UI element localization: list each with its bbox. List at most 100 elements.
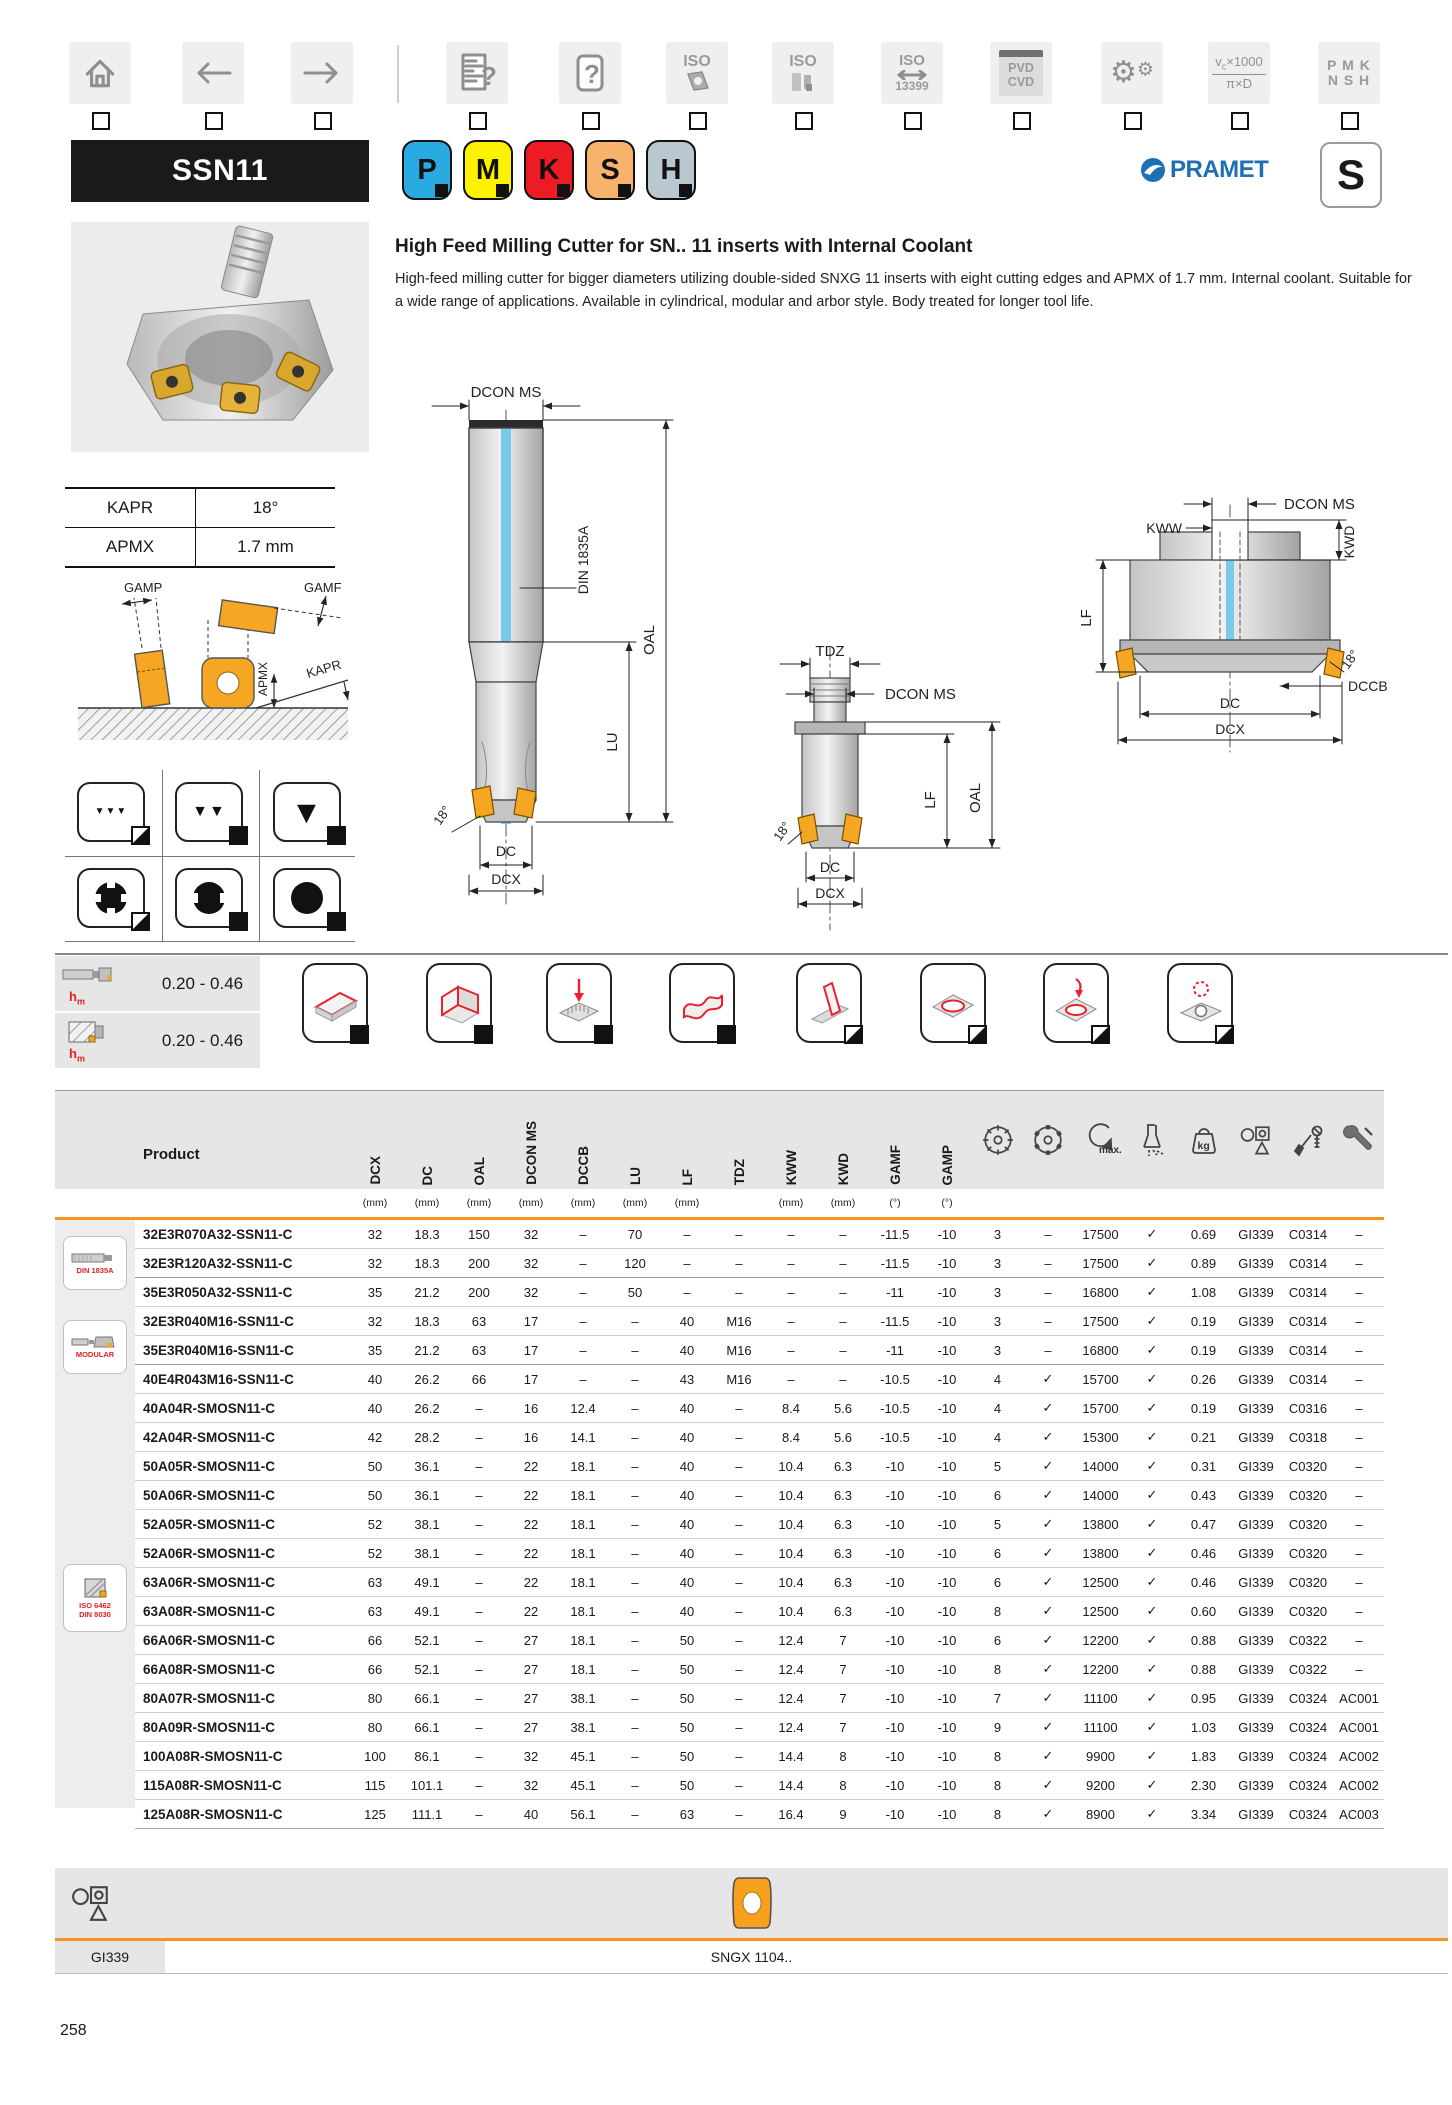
iso-holder-button[interactable]: ISO <box>772 42 834 104</box>
cell-screw-ref: C0324 <box>1288 1806 1328 1822</box>
oal-label: OAL <box>641 625 658 655</box>
cell-dc: 66.1 <box>414 1719 440 1735</box>
cell-tdz: – <box>735 1226 743 1242</box>
cell-dccb: 18.1 <box>570 1603 596 1619</box>
back-button[interactable] <box>182 42 244 104</box>
cell-coolant: ✓ <box>1146 1777 1158 1792</box>
doc-help-button[interactable]: ? <box>446 42 508 104</box>
settings-button[interactable]: ⚙⚙ <box>1101 42 1163 104</box>
grade-chip-s: S <box>585 140 635 200</box>
weight-kg-icon: kg <box>1177 1122 1230 1158</box>
dcx-label: DCX <box>815 885 845 901</box>
cell-gamf: -10 <box>885 1777 905 1793</box>
cell-lu: – <box>631 1313 639 1329</box>
table-row: 40A04R-SMOSN11-C 40 26.2 – 16 12.4 – 40 … <box>135 1394 1384 1423</box>
cell-kww: 8.4 <box>781 1429 801 1445</box>
formula-checkbox[interactable] <box>1231 112 1249 130</box>
cell-dc: 49.1 <box>414 1574 440 1590</box>
apmx-label: APMX <box>256 662 270 696</box>
cell-oal: – <box>475 1777 483 1793</box>
cell-coolant: ✓ <box>1146 1690 1158 1705</box>
tdz-label: TDZ <box>815 643 844 660</box>
cell-coolant: ✓ <box>1146 1429 1158 1444</box>
cell-insert-ref: GI339 <box>1238 1516 1274 1532</box>
cell-dccb: 18.1 <box>570 1458 596 1474</box>
table-row: 50A05R-SMOSN11-C 50 36.1 – 22 18.1 – 40 … <box>135 1452 1384 1481</box>
iso13399-checkbox[interactable] <box>904 112 922 130</box>
cell-ramping: – <box>1044 1342 1052 1358</box>
cell-gamf: -10 <box>885 1748 905 1764</box>
insert-section <box>55 1868 1448 1938</box>
cell-lu: – <box>631 1342 639 1358</box>
cell-lu: – <box>631 1632 639 1648</box>
material-groups-checkbox[interactable] <box>1341 112 1359 130</box>
cell-lf: 40 <box>679 1400 695 1416</box>
cell-kww: 10.4 <box>778 1516 804 1532</box>
dcon-ms-label: DCON MS <box>885 686 956 703</box>
table-row: 52A05R-SMOSN11-C 52 38.1 – 22 18.1 – 40 … <box>135 1510 1384 1539</box>
home-checkbox[interactable] <box>92 112 110 130</box>
doc-help-checkbox[interactable] <box>469 112 487 130</box>
cell-dc: 111.1 <box>411 1806 443 1822</box>
cell-dconms: 22 <box>523 1458 539 1474</box>
cell-screw-ref: C0316 <box>1288 1400 1328 1416</box>
forward-checkbox[interactable] <box>314 112 332 130</box>
cell-coolant: ✓ <box>1146 1661 1158 1676</box>
table-row: 35E3R050A32-SSN11-C 35 21.2 200 32 – 50 … <box>135 1278 1384 1307</box>
iso-insert-checkbox[interactable] <box>689 112 707 130</box>
cell-ramping: ✓ <box>1042 1400 1054 1415</box>
cell-screw-ref: C0314 <box>1288 1313 1328 1329</box>
back-checkbox[interactable] <box>205 112 223 130</box>
cell-coolant: ✓ <box>1146 1516 1158 1531</box>
cell-dconms: 32 <box>523 1748 539 1764</box>
cell-max-rpm: 12500 <box>1082 1603 1119 1619</box>
cell-oal: – <box>475 1458 483 1474</box>
cell-oal: – <box>475 1487 483 1503</box>
iso13399-bottom: 13399 <box>895 78 929 93</box>
cutting-speed-formula-button[interactable]: vc×1000 π×D <box>1208 42 1270 104</box>
cell-dconms: 27 <box>523 1690 539 1706</box>
cell-max-rpm: 17500 <box>1082 1313 1119 1329</box>
cell-teeth: 6 <box>993 1632 1002 1648</box>
cell-product: 50A05R-SMOSN11-C <box>143 1458 276 1474</box>
cell-gamp: -10 <box>937 1545 957 1561</box>
cell-wrench-ref: – <box>1355 1516 1363 1532</box>
coolant-icon <box>1127 1122 1177 1158</box>
grade-chip-m-square <box>496 184 509 197</box>
cell-oal: 63 <box>471 1313 487 1329</box>
cell-screw-ref: C0314 <box>1288 1284 1328 1300</box>
help-button[interactable]: ? <box>559 42 621 104</box>
help-checkbox[interactable] <box>582 112 600 130</box>
iso13399-button[interactable]: ISO 13399 <box>881 42 943 104</box>
cell-tdz: – <box>735 1777 743 1793</box>
column-header: LF <box>679 1168 695 1186</box>
pvd-cvd-checkbox[interactable] <box>1013 112 1031 130</box>
cell-weight: 0.47 <box>1190 1516 1217 1532</box>
cell-dconms: 22 <box>523 1545 539 1561</box>
cell-ramping: ✓ <box>1042 1632 1054 1647</box>
spec-value: 18° <box>252 498 279 517</box>
cell-lu: 50 <box>627 1284 643 1300</box>
forward-button[interactable] <box>291 42 353 104</box>
cell-weight: 1.08 <box>1190 1284 1217 1300</box>
settings-checkbox[interactable] <box>1124 112 1142 130</box>
table-row: 52A06R-SMOSN11-C 52 38.1 – 22 18.1 – 40 … <box>135 1539 1384 1568</box>
cell-kwd: 9 <box>839 1806 847 1822</box>
iso-insert-button[interactable]: ISO <box>666 42 728 104</box>
cell-tdz: – <box>735 1661 743 1677</box>
cell-dc: 36.1 <box>414 1487 440 1503</box>
cell-ramping: ✓ <box>1042 1545 1054 1560</box>
cell-weight: 2.30 <box>1190 1777 1217 1793</box>
cell-dcx: 35 <box>367 1342 383 1358</box>
cell-gamp: -10 <box>937 1748 957 1764</box>
home-button[interactable] <box>69 42 131 104</box>
cell-kww: – <box>787 1371 795 1387</box>
spec-label: KAPR <box>65 489 196 527</box>
cell-teeth: 8 <box>993 1777 1002 1793</box>
cell-dc: 21.2 <box>414 1284 440 1300</box>
drawing-modular: TDZ DCON MS OAL LF 18° DC DCX <box>770 643 1001 931</box>
iso-holder-checkbox[interactable] <box>795 112 813 130</box>
cell-dc: 18.3 <box>414 1313 440 1329</box>
